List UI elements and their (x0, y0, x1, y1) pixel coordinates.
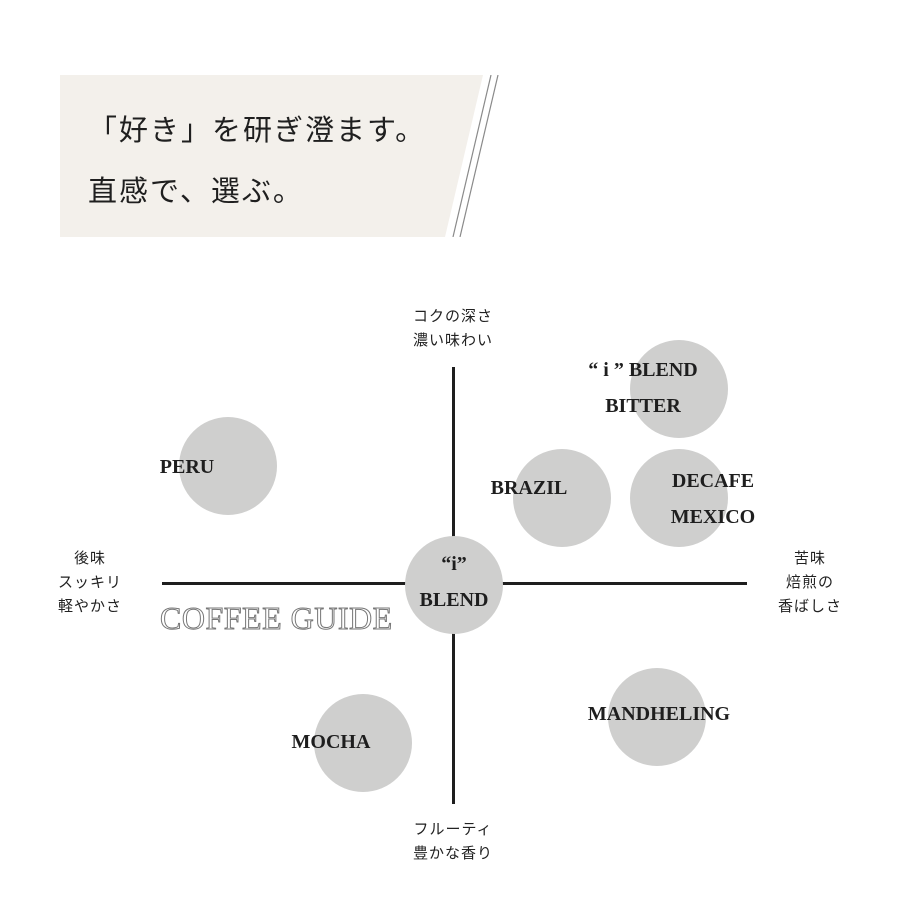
label-brazil-line-1: BRAZIL (490, 477, 568, 499)
bubble-decafe-mexico (630, 449, 728, 547)
headline-banner: 「好き」を研ぎ澄ます。 直感で、選ぶ。 (60, 75, 500, 237)
label-peru: PERU (147, 449, 227, 485)
axis-label-right-line-1: 苦味 (793, 549, 826, 567)
bubble-mocha (314, 694, 412, 792)
banner-shape (60, 75, 499, 237)
label-decafe-mexico-line-1: DECAFE (671, 470, 755, 492)
label-i-blend: “i” BLEND (404, 546, 504, 618)
label-brazil: BRAZIL (479, 470, 579, 506)
axis-label-left-line-2: スッキリ (57, 573, 122, 591)
headline-line-2: 直感で、選ぶ。 (88, 174, 304, 208)
axis-label-right: 苦味 焙煎の 香ばしさ (750, 546, 870, 618)
label-i-blend-bitter-line-1: “ i ” BLEND (588, 359, 698, 381)
bubble-brazil (513, 449, 611, 547)
axis-label-bottom-line-2: 豊かな香り (412, 844, 493, 862)
label-mandheling-line-1: MANDHELING (587, 703, 731, 725)
label-mocha: MOCHA (281, 724, 381, 760)
bubble-mandheling (608, 668, 706, 766)
axis-label-top-line-2: 濃い味わい (412, 331, 493, 349)
axis-label-bottom: フルーティ 豊かな香り (378, 817, 528, 865)
axis-label-left-line-3: 軽やかさ (57, 597, 122, 615)
label-i-blend-bitter: “ i ” BLEND BITTER (573, 352, 713, 424)
label-i-blend-line-2: BLEND (419, 589, 489, 611)
axis-label-bottom-line-1: フルーティ (413, 820, 493, 838)
axis-label-left-line-1: 後味 (73, 549, 106, 567)
axis-label-left: 後味 スッキリ 軽やかさ (30, 546, 150, 618)
axis-label-right-line-3: 香ばしさ (777, 597, 842, 615)
label-mocha-line-1: MOCHA (291, 731, 371, 753)
label-mandheling: MANDHELING (578, 696, 740, 732)
bubble-i-blend (405, 536, 503, 634)
label-decafe-mexico-line-2: MEXICO (670, 506, 756, 528)
headline-line-1: 「好き」を研ぎ澄ます。 (88, 113, 427, 147)
axis-label-top-line-1: コクの深さ (412, 307, 493, 325)
bubble-peru (179, 417, 277, 515)
label-i-blend-bitter-line-2: BITTER (605, 395, 681, 417)
coffee-guide-title: COFFEE GUIDE (160, 600, 393, 637)
bubble-i-blend-bitter (630, 340, 728, 438)
label-decafe-mexico: DECAFE MEXICO (658, 463, 768, 535)
axis-label-top: コクの深さ 濃い味わい (378, 304, 528, 352)
axis-label-right-line-2: 焙煎の (785, 573, 834, 591)
label-peru-line-1: PERU (159, 456, 215, 478)
label-i-blend-line-1: “i” (441, 553, 467, 575)
